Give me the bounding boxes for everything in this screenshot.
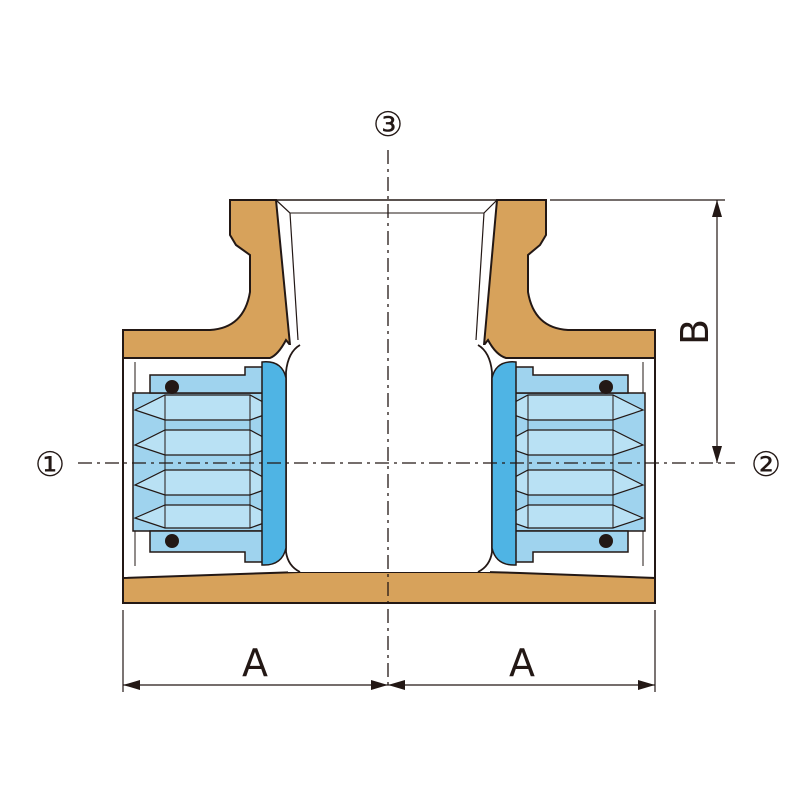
dimension-a-left-line — [123, 680, 388, 690]
brass-body-bottom — [122, 571, 656, 604]
dimension-a-right-line — [388, 680, 655, 690]
brass-body-left — [122, 199, 292, 359]
left-collet-insert — [132, 361, 287, 566]
dimension-b-label: B — [673, 319, 717, 345]
dimension-b-line — [712, 200, 722, 463]
port-2-label: ② — [751, 445, 781, 485]
brass-body-right — [482, 199, 656, 359]
dimension-a-left-label: A — [242, 641, 268, 685]
dimension-a-right-label: A — [509, 641, 535, 685]
port-3-label: ③ — [373, 105, 403, 145]
port-1-label: ① — [35, 445, 65, 485]
